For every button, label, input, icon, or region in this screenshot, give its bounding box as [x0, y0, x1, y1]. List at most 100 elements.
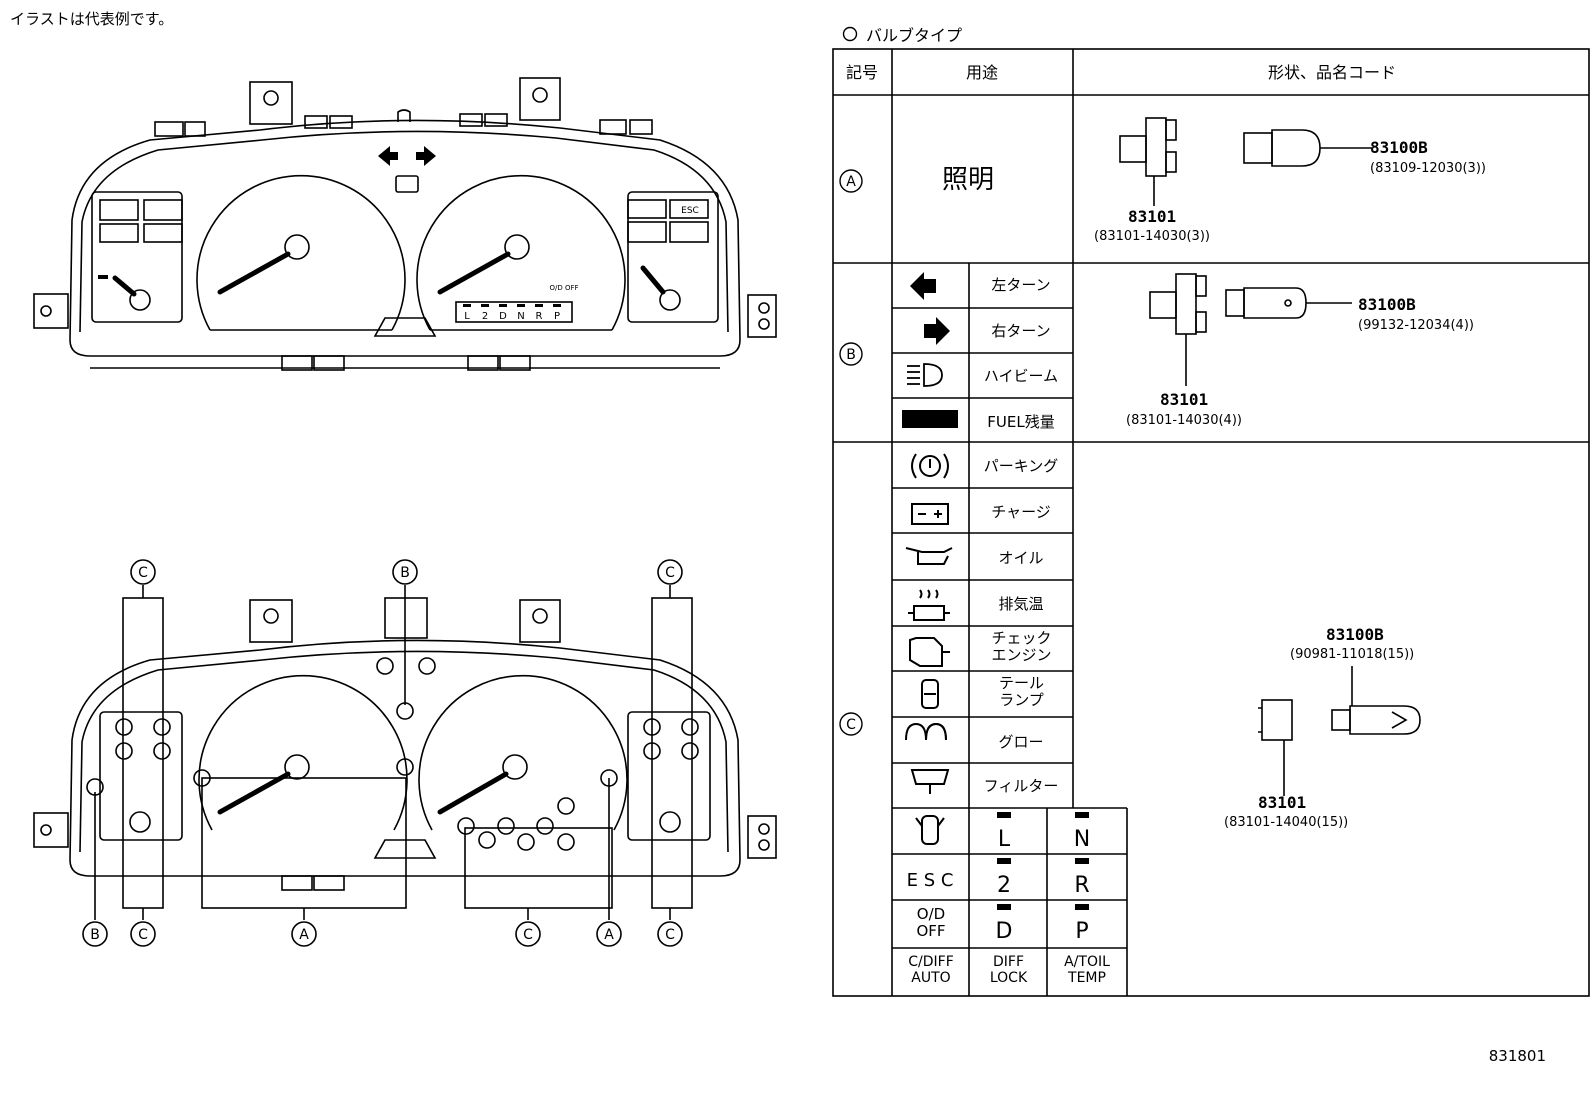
usage-c-item: フィルター: [984, 777, 1059, 795]
mount-hole-left: [263, 90, 279, 106]
usage-b-item: ハイビーム: [984, 367, 1058, 385]
illustration-note: イラストは代表例です。: [10, 10, 174, 28]
fuel-bar-icon: [902, 410, 958, 428]
gear-cell: N: [1074, 827, 1090, 852]
bracket-b-top: [384, 597, 428, 639]
bulb-name-c: 83100B: [1326, 625, 1384, 644]
oil-pressure-icon: [905, 547, 953, 565]
bracket-a-left: [201, 777, 407, 909]
usage-c-item: チャージ: [991, 503, 1051, 521]
gear-indicator-box: [455, 301, 573, 323]
callout-label: B: [400, 565, 410, 581]
door-warning-icon: [915, 815, 945, 845]
callout-label: C: [665, 927, 675, 943]
speedometer-needle: [217, 251, 291, 295]
usage-c-item: グロー: [998, 733, 1043, 751]
exhaust-temp-icon: [908, 589, 950, 621]
socket-83101-drawing-a: [1119, 117, 1177, 206]
legend-title: バルブタイプ: [866, 26, 963, 45]
bulb-code-c: (90981-11018(15)): [1290, 647, 1414, 662]
cluster-bulb-location-view: C B C B C A C A C: [33, 559, 777, 947]
bracket-c-bottom: [464, 827, 613, 909]
bracket-c-left: [122, 597, 164, 909]
bulb-83100b-drawing-b: [1225, 287, 1352, 319]
socket-83101-drawing-c: [1258, 699, 1293, 796]
socket-name-c: 83101: [1258, 793, 1306, 812]
bulb-name-a: 83100B: [1370, 138, 1428, 157]
usage-c-item: チェック エンジン: [991, 629, 1052, 664]
figure-code: 831801: [1488, 1047, 1546, 1065]
usage-c-item: 排気温: [998, 595, 1043, 613]
legend-circle-icon: [842, 26, 858, 42]
at-oil-temp-cell: A/TOIL TEMP: [1064, 954, 1110, 986]
bulb-83100b-drawing-c: [1331, 666, 1421, 735]
socket-code-a: (83101-14030(3)): [1094, 229, 1210, 244]
tachometer-dial: [416, 174, 626, 331]
high-beam-icon: [395, 175, 419, 193]
callout-label: C: [138, 927, 148, 943]
fuel-needle: [112, 275, 137, 297]
gear-label: 2: [482, 311, 488, 322]
tachometer-hub: [504, 234, 530, 260]
callout-label: C: [138, 565, 148, 581]
callout-label: A: [299, 927, 309, 943]
callout-label: C: [523, 927, 533, 943]
gear-label: R: [536, 311, 543, 322]
socket-83101-drawing-b: [1149, 273, 1207, 386]
fuel-filter-icon: [910, 769, 950, 794]
bulb-83100b-drawing-a: [1243, 129, 1372, 167]
gear-cell: R: [1074, 873, 1089, 898]
callout-label: C: [665, 565, 675, 581]
socket-name-a: 83101: [1128, 207, 1176, 226]
bulb-name-b: 83100B: [1358, 295, 1416, 314]
socket-code-b: (83101-14030(4)): [1126, 413, 1242, 428]
diff-lock-cell: DIFF LOCK: [989, 954, 1028, 986]
usage-b-item: 右ターン: [991, 322, 1050, 340]
header-usage: 用途: [966, 63, 998, 82]
callout-label: B: [90, 927, 100, 943]
usage-b-item: FUEL残量: [987, 413, 1054, 431]
center-odometer-window: [373, 317, 437, 337]
bulb-code-a: (83109-12030(3)): [1370, 161, 1486, 176]
usage-c-item: オイル: [998, 549, 1043, 567]
mount-hole-right: [532, 87, 548, 103]
parking-brake-icon: [911, 453, 949, 479]
symbol-c: C: [846, 717, 856, 733]
esc-lamp-label: ESC: [681, 206, 699, 216]
callout-label: A: [604, 927, 614, 943]
battery-charge-icon: [911, 503, 949, 525]
bulb-code-b: (99132-12034(4)): [1358, 318, 1474, 333]
gear-cell: D: [996, 919, 1013, 944]
glow-plug-icon: [905, 722, 947, 741]
gear-cell: P: [1075, 919, 1088, 944]
socket-name-b: 83101: [1160, 390, 1208, 409]
housing-outline: [69, 639, 741, 877]
gear-cell: L: [998, 827, 1011, 852]
bulb-type-table: 記号 用途 形状、品名コード A B C 照明 83100B 83101 (83…: [832, 48, 1590, 997]
symbol-a: A: [846, 174, 856, 190]
gear-label: D: [499, 311, 507, 322]
header-symbol: 記号: [846, 63, 878, 82]
cluster-front-view: L 2 D N R P ESC O/D OFF: [33, 77, 777, 371]
usage-b-item: 左ターン: [991, 276, 1050, 294]
temp-gauge-panel: [627, 191, 719, 323]
header-shape: 形状、品名コード: [1268, 63, 1396, 82]
fuel-gauge-panel: [91, 191, 183, 323]
usage-illumination: 照明: [942, 165, 994, 195]
usage-c-item: テール ランプ: [998, 674, 1044, 709]
right-turn-arrow-icon: [416, 146, 436, 166]
symbol-b: B: [846, 347, 856, 363]
left-turn-arrow-icon: [378, 146, 398, 166]
temp-needle: [640, 265, 666, 295]
speedometer-hub: [284, 234, 310, 260]
speedometer-dial: [196, 174, 406, 331]
gear-label: N: [517, 311, 524, 322]
check-engine-icon: [909, 637, 950, 667]
bulb-socket-holes: [86, 657, 699, 851]
tachometer-needle: [437, 251, 511, 295]
bracket-c-right: [651, 597, 693, 909]
mount-tab-right: [519, 77, 561, 121]
right-turn-arrow-icon: [924, 317, 950, 345]
high-beam-icon: [907, 363, 943, 387]
gear-label: P: [554, 311, 560, 322]
